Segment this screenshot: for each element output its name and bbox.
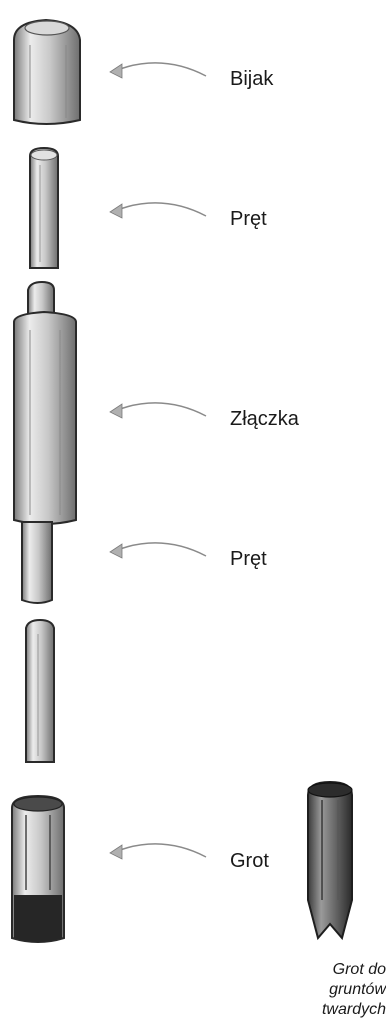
caption-hard-soil: Grot do gruntów twardych — [300, 960, 386, 1020]
label-pret-upper: Pręt — [230, 208, 267, 231]
label-zlaczka: Złączka — [230, 408, 299, 431]
caption-line-1: Grot do — [300, 960, 386, 980]
caption-line-2: gruntów — [300, 980, 386, 1000]
arrowheads — [110, 64, 122, 859]
pret-upper-part — [30, 148, 58, 268]
caption-line-3: twardych — [300, 1000, 386, 1020]
grot-hard-soil-part — [308, 782, 352, 938]
grot-part — [12, 796, 64, 942]
leader-lines — [112, 63, 206, 857]
bijak-part — [14, 20, 80, 124]
label-grot: Grot — [230, 850, 269, 873]
leader-arrow-pret-lower — [112, 543, 206, 556]
label-bijak: Bijak — [230, 68, 273, 91]
leader-arrow-grot — [112, 844, 206, 857]
zlaczka-part — [14, 282, 76, 603]
label-pret-lower: Pręt — [230, 548, 267, 571]
leader-arrow-bijak — [112, 63, 206, 76]
leader-arrow-zlaczka — [112, 403, 206, 416]
leader-arrow-pret-upper — [112, 203, 206, 216]
pret-lower-part — [26, 620, 54, 762]
